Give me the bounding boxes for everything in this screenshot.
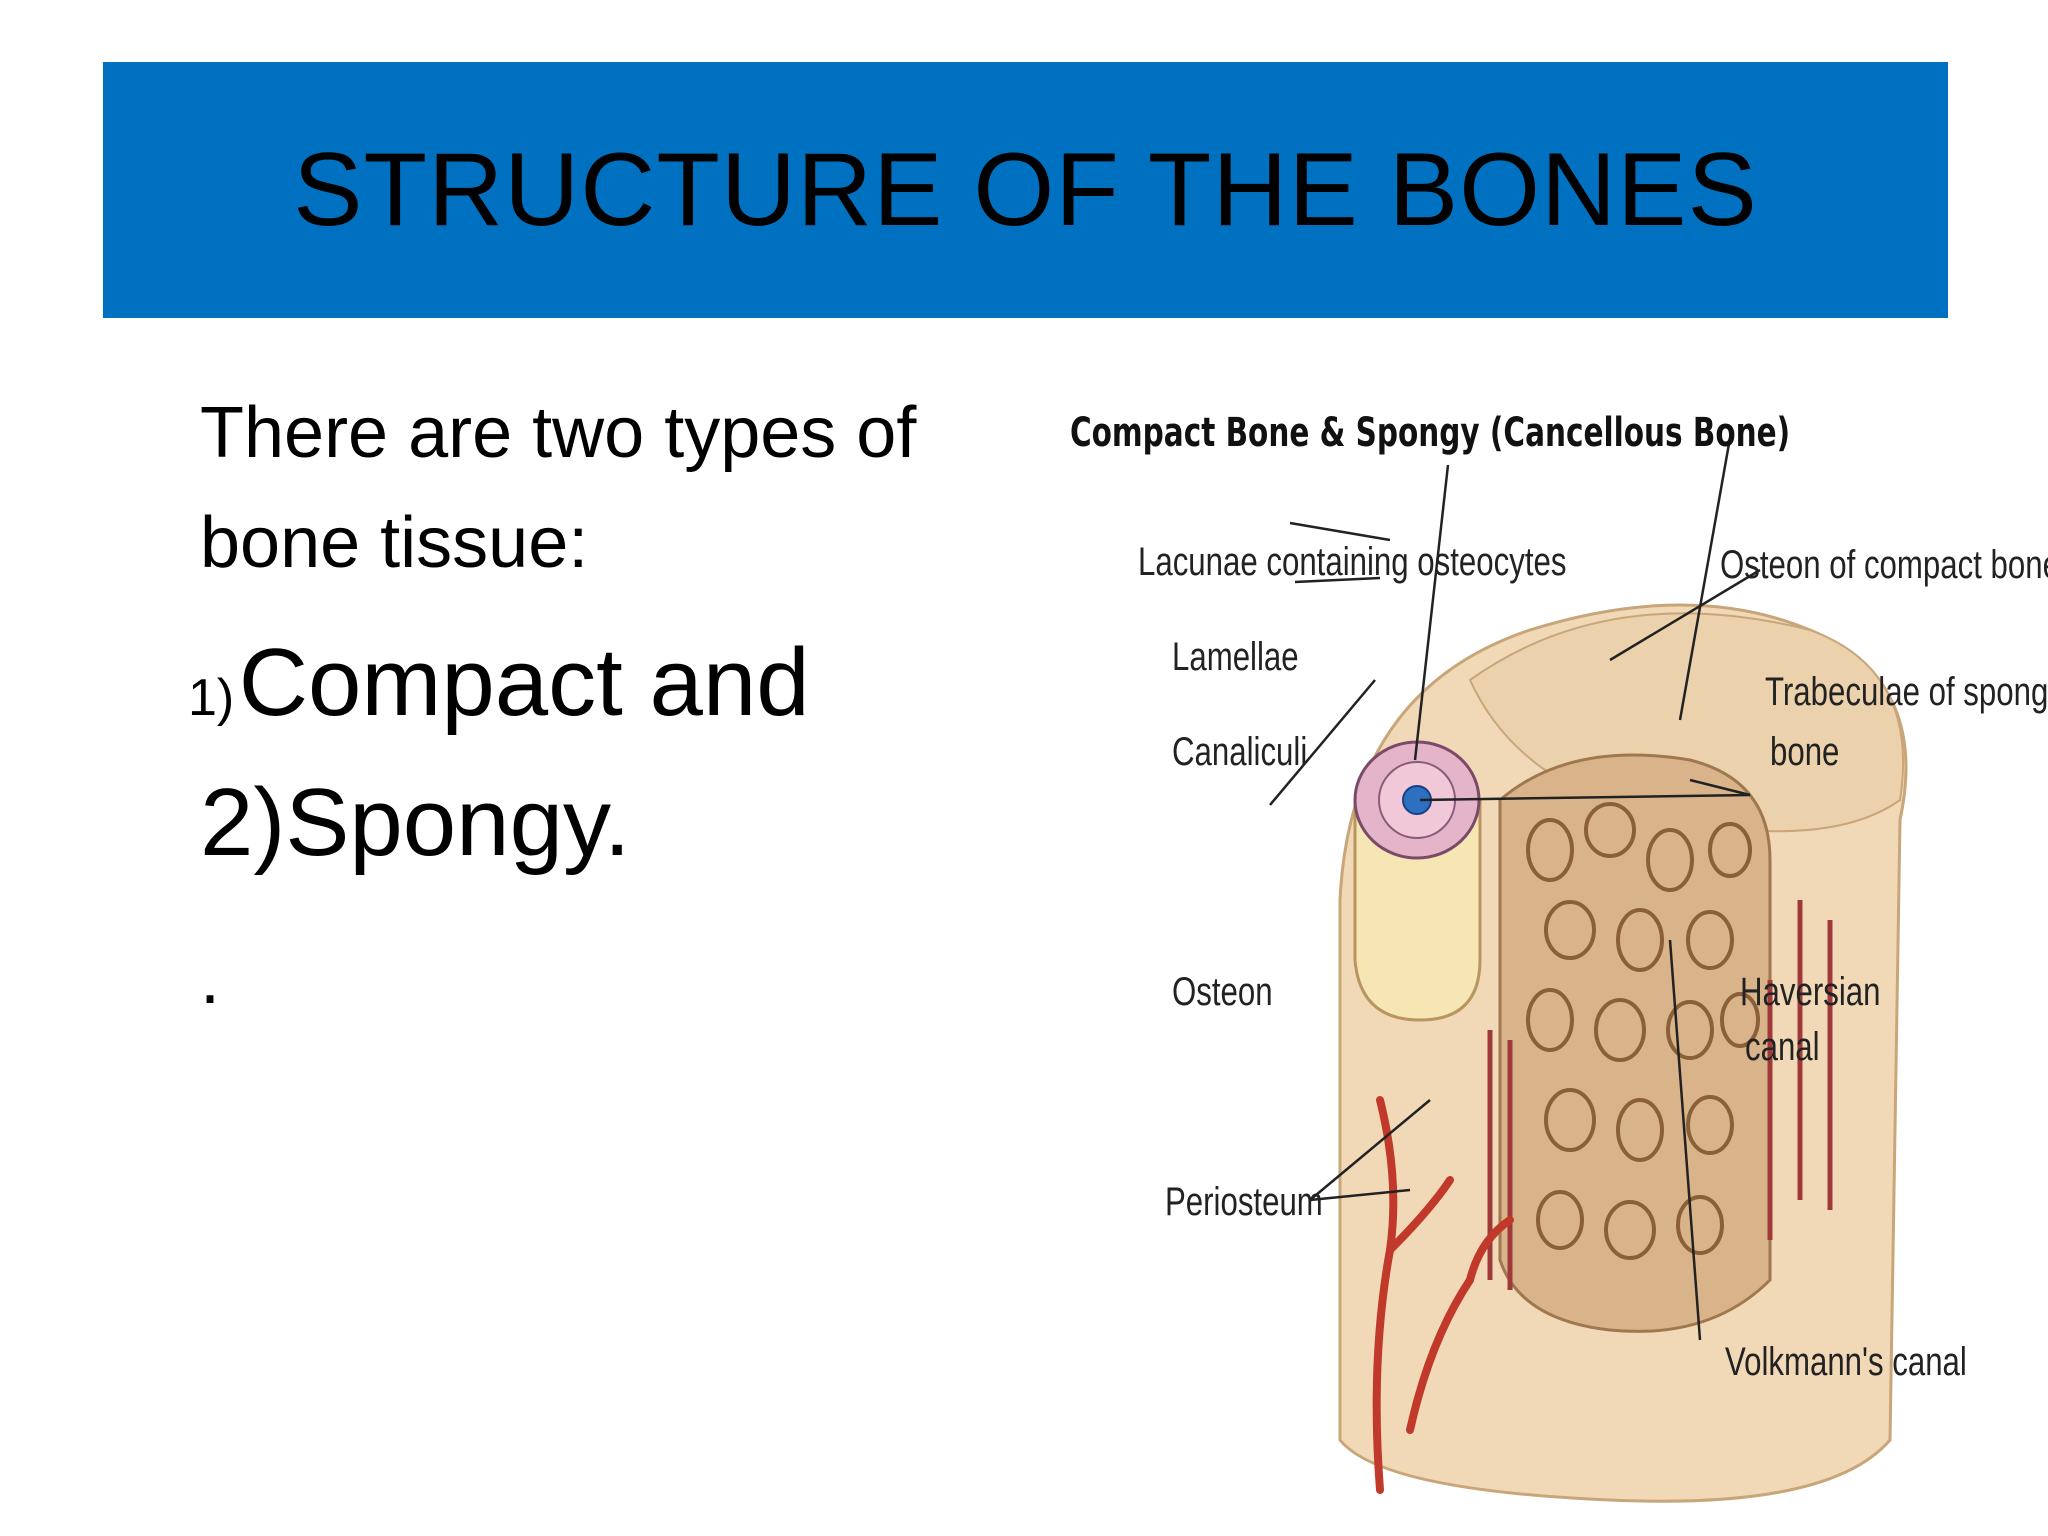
slide-title: STRUCTURE OF THE BONES xyxy=(293,131,1758,248)
item1-label: Compact and xyxy=(238,629,810,736)
bone-illustration xyxy=(1269,437,1908,1503)
blood-vessels xyxy=(1372,1096,1514,1494)
trabeculae-pattern xyxy=(1526,802,1760,1260)
label-volkmann: Volkmann's canal xyxy=(1725,1340,1967,1384)
osteon-cylinder xyxy=(1353,798,1482,1022)
label-canaliculi: Canaliculi xyxy=(1172,730,1308,774)
leader-lines xyxy=(1269,437,1761,1341)
label-lacunae: Lacunae containing osteocytes xyxy=(1138,540,1567,584)
list-item-spongy: 2)Spongy. xyxy=(200,769,631,876)
body-text: There are two types of bone tissue: 1) C… xyxy=(188,378,1080,1019)
item1-number: 1) xyxy=(188,669,235,727)
intro-text: There are two types of bone tissue: xyxy=(200,393,917,583)
bone-diagram: Compact Bone & Spongy (Cancellous Bone) … xyxy=(1050,380,2048,1520)
label-haversian-1: Haversian xyxy=(1740,970,1881,1014)
label-haversian-2: canal xyxy=(1745,1025,1820,1069)
label-osteon-compact: Osteon of compact bone xyxy=(1720,543,2048,587)
label-trabeculae-1: Trabeculae of spongy xyxy=(1765,670,2048,714)
label-osteon: Osteon xyxy=(1172,970,1273,1014)
trailing-dot: . xyxy=(200,939,221,1019)
figure-title: Compact Bone & Spongy (Cancellous Bone) xyxy=(1070,410,1791,456)
label-lamellae: Lamellae xyxy=(1172,635,1299,679)
label-trabeculae-2: bone xyxy=(1770,730,1840,774)
list-item-compact: 1) Compact and xyxy=(188,628,810,738)
title-band: STRUCTURE OF THE BONES xyxy=(103,62,1948,318)
label-periosteum: Periosteum xyxy=(1165,1180,1323,1224)
